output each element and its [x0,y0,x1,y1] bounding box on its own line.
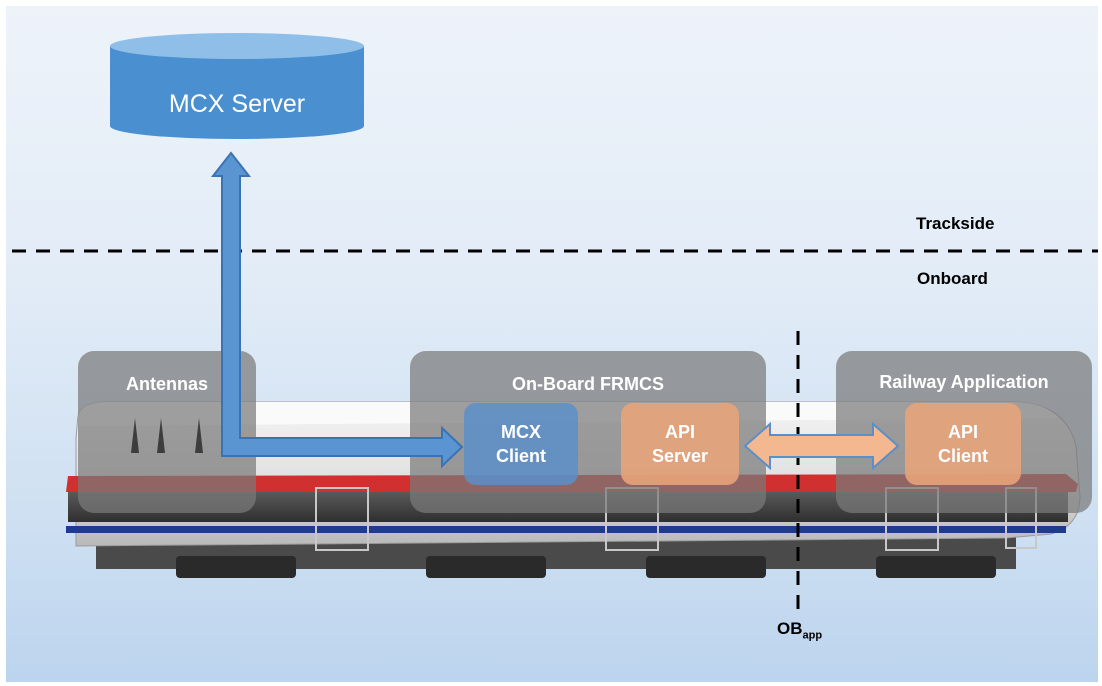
trackside-label: Trackside [916,214,995,233]
mcx-server-cylinder [110,33,364,139]
onboard-label: Onboard [917,269,988,288]
api-server-box [621,403,739,485]
api-server-label-line1: API [664,422,695,442]
mcx-client-label: MCX Client [464,420,578,468]
cylinder-bottom [110,113,364,139]
mcx-client-box [464,403,578,485]
ob-app-label-sub: app [802,629,823,642]
mcx-client-label-line2: Client [495,446,546,466]
mcx-server-label: MCX Server [168,90,306,118]
diagram-graphics [12,33,1098,611]
api-server-label: API Server [621,420,739,468]
ob-app-label-main: OB [777,619,803,638]
train-bogie [176,556,296,578]
cylinder-top [110,33,364,59]
server-client-arrow [210,151,464,469]
train-blue-stripe [66,526,1066,533]
api-double-arrow [743,421,900,471]
antennas-panel-title: Antennas [125,374,208,394]
api-client-label-line2: Client [937,446,988,466]
api-client-box [905,403,1021,485]
train-bogie [876,556,996,578]
train-bogie [646,556,766,578]
antenna-icons [131,418,203,453]
train-bogie [426,556,546,578]
ob-app-label: OBapp [777,619,822,641]
railway-application-panel-title: Railway Application [879,372,1049,392]
antenna-icon [131,418,139,453]
antennas-panel [78,351,256,513]
onboard-frmcs-panel-title: On-Board FRMCS [512,374,664,394]
api-server-label-line2: Server [651,446,709,466]
mcx-client-label-line1: MCX [501,422,541,442]
api-client-label: API Client [905,420,1021,468]
antenna-icon [195,418,203,453]
diagram-canvas: MCX Server Trackside Onboard Antennas On… [6,6,1098,682]
api-client-label-line1: API [947,422,978,442]
antenna-icon [157,418,165,453]
cylinder-body [110,46,364,126]
